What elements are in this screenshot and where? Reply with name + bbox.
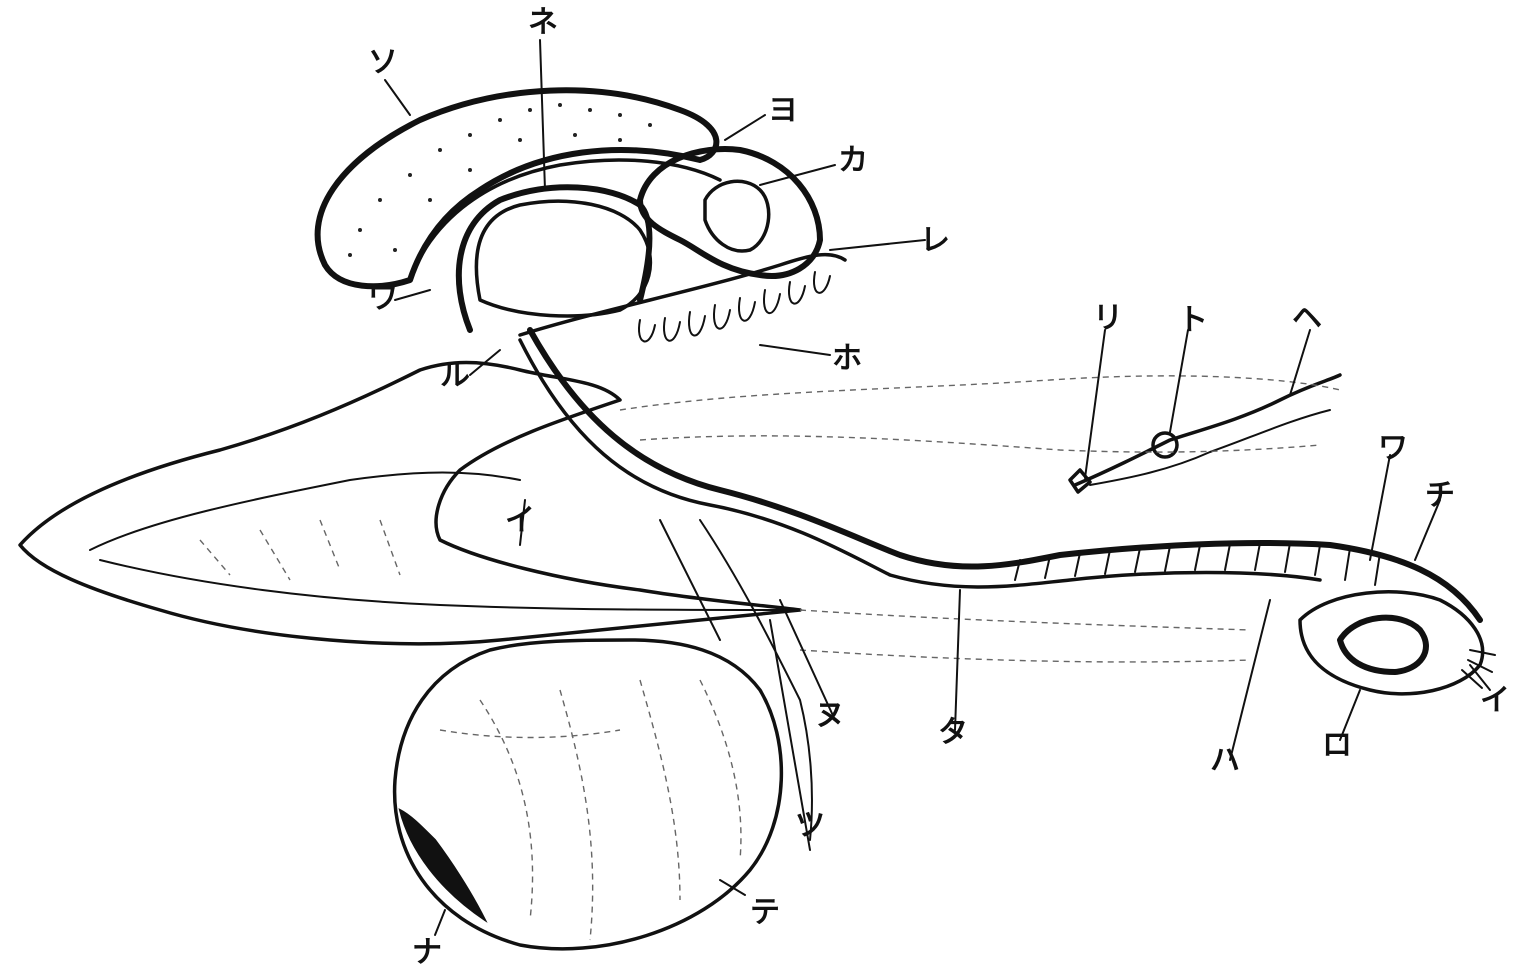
label-he: ヘ (1292, 301, 1322, 336)
label-ho: ホ (832, 341, 862, 376)
label-ka: カ (838, 143, 868, 178)
label-na: ナ (412, 935, 442, 970)
label-ro: ロ (1322, 728, 1352, 763)
label-wa: ワ (368, 281, 398, 316)
sac-veins (440, 680, 741, 940)
inner-chamber (476, 201, 650, 316)
label-ha: ハ (1210, 743, 1240, 778)
dorsal-mass (318, 90, 717, 286)
label-te: テ (750, 895, 780, 930)
right-end-inner (1340, 618, 1426, 672)
label-nu: ヌ (815, 698, 845, 733)
sac (395, 640, 782, 949)
stalk-2 (700, 520, 812, 840)
comb-base (520, 255, 845, 335)
body-lobe-lower (100, 560, 800, 610)
label-ri: リ (1093, 301, 1123, 336)
comb-teeth (639, 272, 830, 341)
leader-lines (385, 40, 1490, 935)
main-duct (530, 330, 1480, 620)
dorsal-mass-inner (410, 160, 720, 280)
label-wa-right: ワ (1378, 431, 1408, 466)
label-chi: チ (1425, 478, 1455, 513)
label-so: ソ (368, 45, 398, 80)
eye-outer (640, 149, 820, 276)
label-ta: タ (938, 715, 968, 750)
label-ne: ネ (528, 5, 558, 40)
label-yo: ヨ (768, 93, 798, 128)
eye-inner (705, 181, 769, 251)
label-tsu: ツ (795, 808, 825, 843)
right-end (1300, 592, 1483, 694)
body-lobe-inner (90, 473, 520, 551)
label-i-left: イ (505, 503, 535, 538)
label-to: ト (1178, 303, 1208, 338)
label-i-right: イ (1480, 683, 1510, 718)
body-lobe (20, 363, 800, 644)
label-re: レ (920, 223, 950, 258)
label-ru: ル (440, 358, 470, 393)
upper-branch (1075, 375, 1340, 485)
